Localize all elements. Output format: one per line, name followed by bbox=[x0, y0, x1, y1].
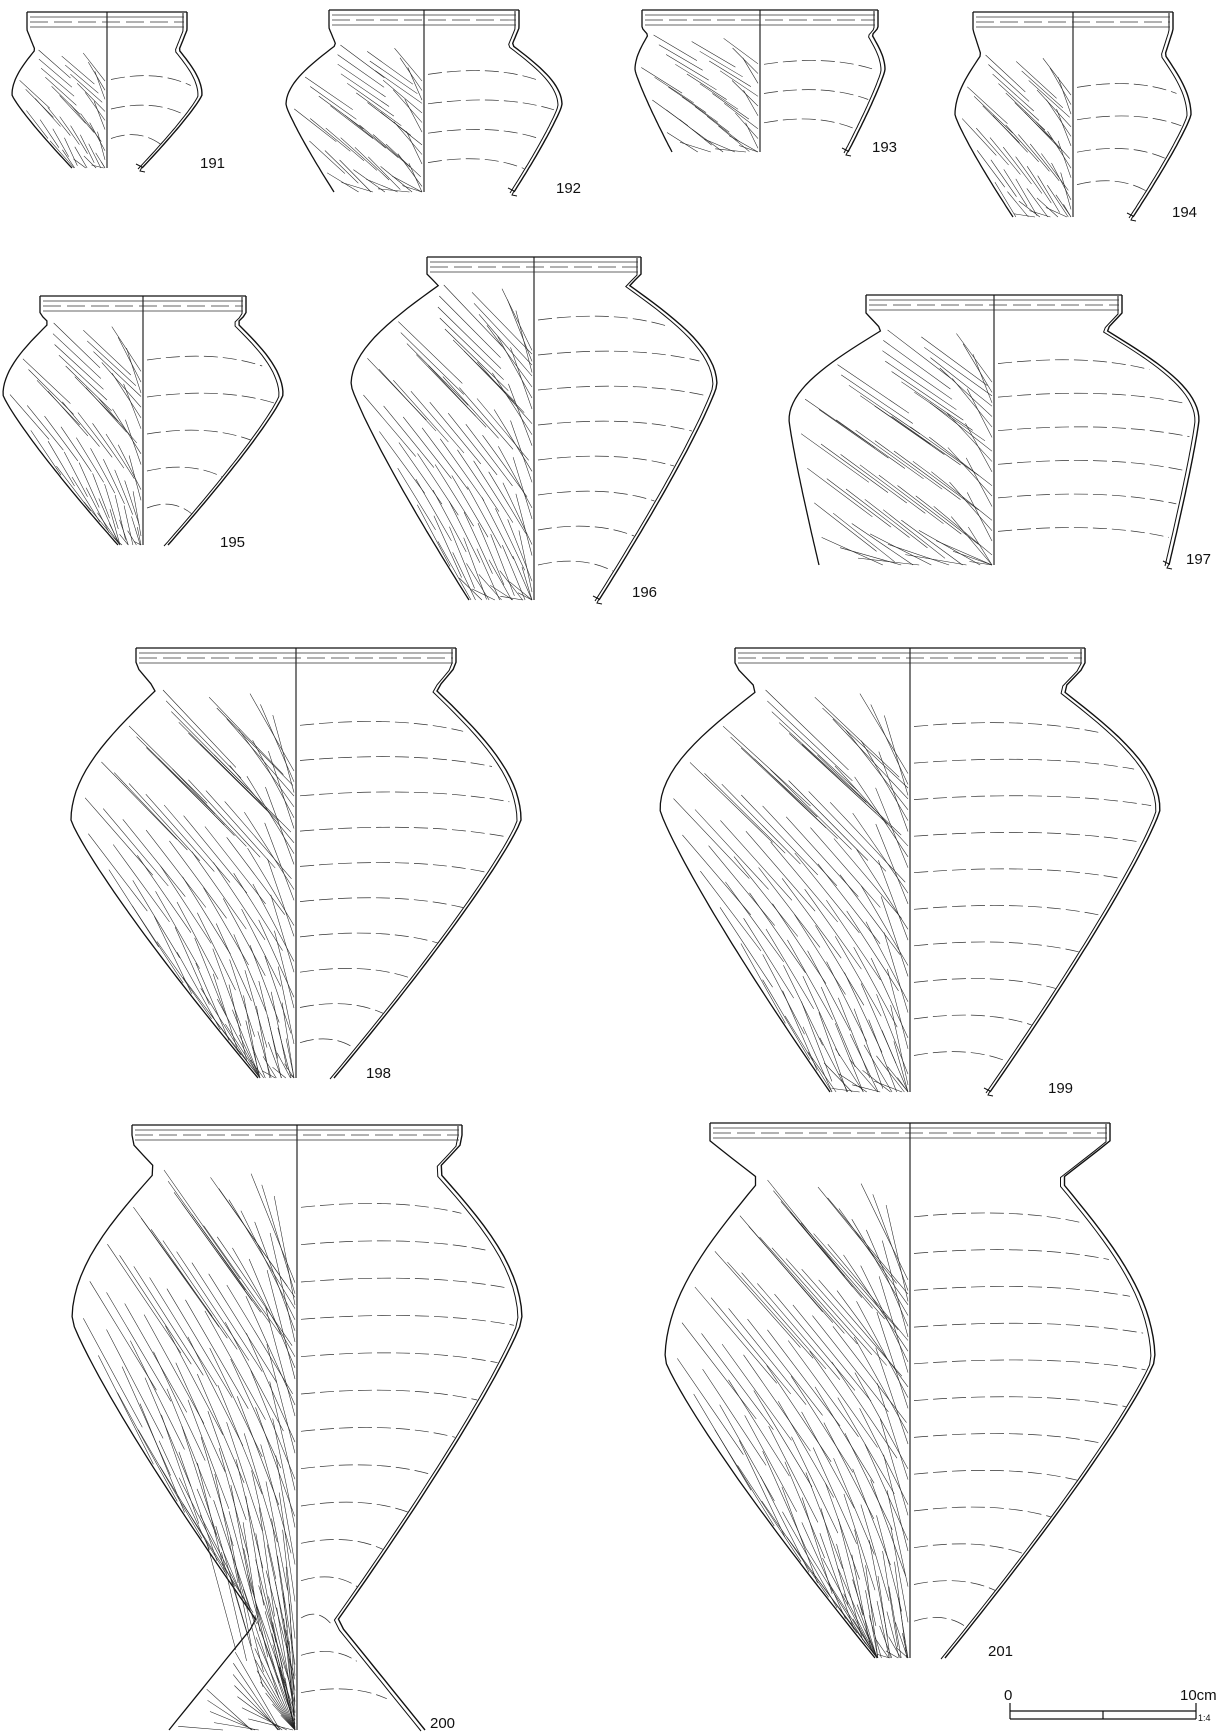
vessel-section-inner bbox=[137, 13, 199, 170]
vessel-outline-left bbox=[350, 257, 470, 601]
vessel-drawing bbox=[2, 295, 284, 547]
vessel-section-outer bbox=[511, 10, 563, 193]
vessel-drawing bbox=[659, 647, 1161, 1097]
vessel-break-mark bbox=[135, 163, 146, 173]
vessel-label-200: 200 bbox=[430, 1715, 455, 1732]
vessel-label-198: 198 bbox=[366, 1065, 391, 1082]
vessel-interior-marks bbox=[110, 75, 191, 145]
vessel-outline-left bbox=[71, 1125, 257, 1731]
vessel-label-197: 197 bbox=[1186, 551, 1211, 568]
vessel-interior-marks bbox=[913, 722, 1152, 1062]
vessel-exterior-hatching bbox=[83, 1169, 296, 1731]
vessel-interior-marks bbox=[300, 1203, 515, 1700]
vessel-break-mark bbox=[1126, 212, 1137, 222]
vessel-exterior-hatching bbox=[84, 689, 295, 1079]
vessel-outline-left bbox=[285, 10, 336, 193]
vessel-section-inner bbox=[940, 1124, 1152, 1660]
scale-start-label: 0 bbox=[1004, 1687, 1012, 1704]
vessel-interior-marks bbox=[299, 721, 510, 1049]
vessel-outline-left bbox=[634, 10, 673, 153]
vessel-section-inner bbox=[329, 649, 518, 1080]
vessel-drawing bbox=[11, 11, 203, 173]
vessel-section-inner bbox=[1128, 13, 1188, 219]
vessel-outline-left bbox=[70, 648, 259, 1079]
vessel-drawing bbox=[285, 9, 563, 197]
vessel-section-inner bbox=[1102, 296, 1196, 567]
vessel-exterior-hatching bbox=[800, 329, 993, 566]
scale-bar: 0 10cm 1:4 bbox=[1004, 1687, 1217, 1723]
vessel-break-mark bbox=[1162, 560, 1173, 570]
scale-end-label: 10cm bbox=[1180, 1687, 1217, 1704]
scale-ratio-label: 1:4 bbox=[1198, 1713, 1211, 1723]
vessel-section-outer bbox=[141, 12, 203, 169]
vessel-label-193: 193 bbox=[872, 139, 897, 156]
vessel-label-199: 199 bbox=[1048, 1080, 1073, 1097]
vessel-interior-marks bbox=[763, 60, 877, 130]
vessel-exterior-hatching bbox=[294, 44, 423, 193]
vessel-interior-marks bbox=[913, 1212, 1146, 1628]
vessel-outline-left bbox=[11, 12, 73, 169]
vessel-exterior-hatching bbox=[641, 34, 759, 153]
vessel-drawing bbox=[954, 11, 1192, 222]
vessel-outline-left bbox=[659, 648, 831, 1093]
vessel-outline-left bbox=[954, 12, 1014, 218]
vessel-interior-marks bbox=[146, 355, 275, 515]
vessel-break-mark bbox=[841, 147, 852, 157]
vessel-label-201: 201 bbox=[988, 1643, 1013, 1660]
vessel-exterior-hatching bbox=[961, 54, 1072, 218]
vessel-interior-marks bbox=[1076, 83, 1182, 191]
vessel-drawings bbox=[2, 9, 1200, 1732]
vessel-drawing bbox=[71, 1124, 523, 1732]
vessel-break-mark bbox=[592, 595, 603, 605]
vessel-break-mark bbox=[507, 187, 518, 197]
vessel-outline-left bbox=[664, 1123, 876, 1659]
vessel-label-191: 191 bbox=[200, 155, 225, 172]
vessel-exterior-hatching bbox=[19, 49, 106, 169]
vessel-exterior-hatching bbox=[673, 689, 909, 1093]
vessel-label-194: 194 bbox=[1172, 204, 1197, 221]
vessel-interior-marks bbox=[537, 315, 708, 572]
vessel-drawing bbox=[70, 647, 522, 1080]
vessel-section-outer bbox=[944, 1123, 1156, 1659]
vessel-interior-marks bbox=[427, 70, 555, 169]
vessel-section-inner bbox=[163, 297, 280, 547]
vessel-exterior-hatching bbox=[9, 322, 142, 546]
vessel-break-mark bbox=[983, 1087, 994, 1097]
vessel-outline-left bbox=[2, 296, 119, 546]
vessel-drawing bbox=[634, 9, 886, 157]
vessel-section-outer bbox=[598, 257, 718, 601]
vessel-section-inner bbox=[508, 11, 559, 194]
vessel-label-196: 196 bbox=[632, 584, 657, 601]
vessel-section-outer bbox=[847, 10, 886, 153]
vessel-section-inner bbox=[985, 649, 1157, 1094]
vessel-section-outer bbox=[167, 296, 284, 546]
vessel-section-outer bbox=[1106, 295, 1200, 566]
vessel-interior-marks bbox=[997, 359, 1190, 538]
vessel-section-inner bbox=[333, 1126, 519, 1732]
vessel-section-outer bbox=[333, 648, 522, 1079]
vessel-label-192: 192 bbox=[556, 180, 581, 197]
vessel-section-outer bbox=[989, 648, 1161, 1093]
vessel-outline-left bbox=[788, 295, 882, 566]
vessel-section-outer bbox=[1132, 12, 1192, 218]
vessel-drawing bbox=[350, 256, 718, 605]
vessel-exterior-hatching bbox=[677, 1179, 909, 1659]
vessel-section-inner bbox=[843, 11, 882, 154]
vessel-exterior-hatching bbox=[363, 284, 533, 601]
vessel-drawing bbox=[788, 294, 1200, 570]
vessel-section-outer bbox=[337, 1125, 523, 1731]
vessel-drawing bbox=[664, 1122, 1156, 1660]
vessel-label-195: 195 bbox=[220, 534, 245, 551]
vessel-section-inner bbox=[594, 258, 714, 602]
